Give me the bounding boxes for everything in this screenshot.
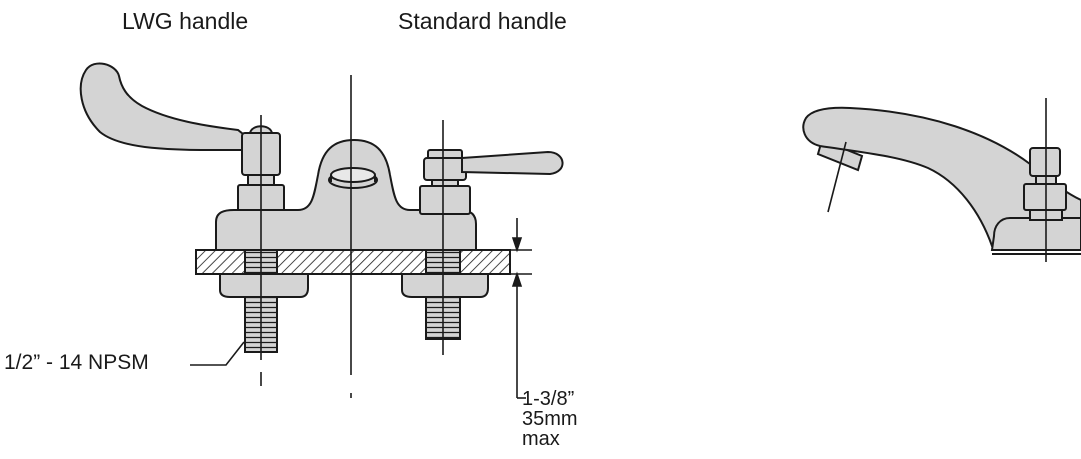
front-view-faucet [79, 62, 564, 353]
standard-handle-hub [423, 157, 467, 181]
centerlines [260, 75, 444, 398]
left-mounting-nut [219, 273, 309, 298]
standard-handle-label: Standard handle [398, 8, 567, 34]
side-view-faucet [802, 106, 1081, 255]
side-handle-cap [1029, 147, 1061, 177]
lwg-handle-label: LWG handle [122, 8, 249, 34]
standard-handle-lever [461, 150, 564, 176]
max-thickness-imperial: 1-3/8” [522, 388, 575, 410]
max-thickness-metric: 35mm [522, 408, 578, 430]
max-thickness-qualifier: max [522, 428, 560, 450]
countertop-section [195, 249, 511, 275]
lwg-handle-blade [79, 62, 249, 151]
thickness-dimension [510, 218, 532, 399]
side-spout [802, 106, 1081, 247]
max-thickness-label: 1-3/8” 35mm max [522, 389, 578, 449]
right-bonnet-nut [419, 185, 471, 215]
side-base [990, 217, 1081, 251]
right-mounting-nut [401, 273, 489, 298]
side-centerlines [827, 98, 1047, 262]
thread-leader [190, 341, 245, 366]
side-bonnet-nut [1023, 183, 1067, 211]
thread-spec-label: 1/2” - 14 NPSM [4, 351, 149, 374]
